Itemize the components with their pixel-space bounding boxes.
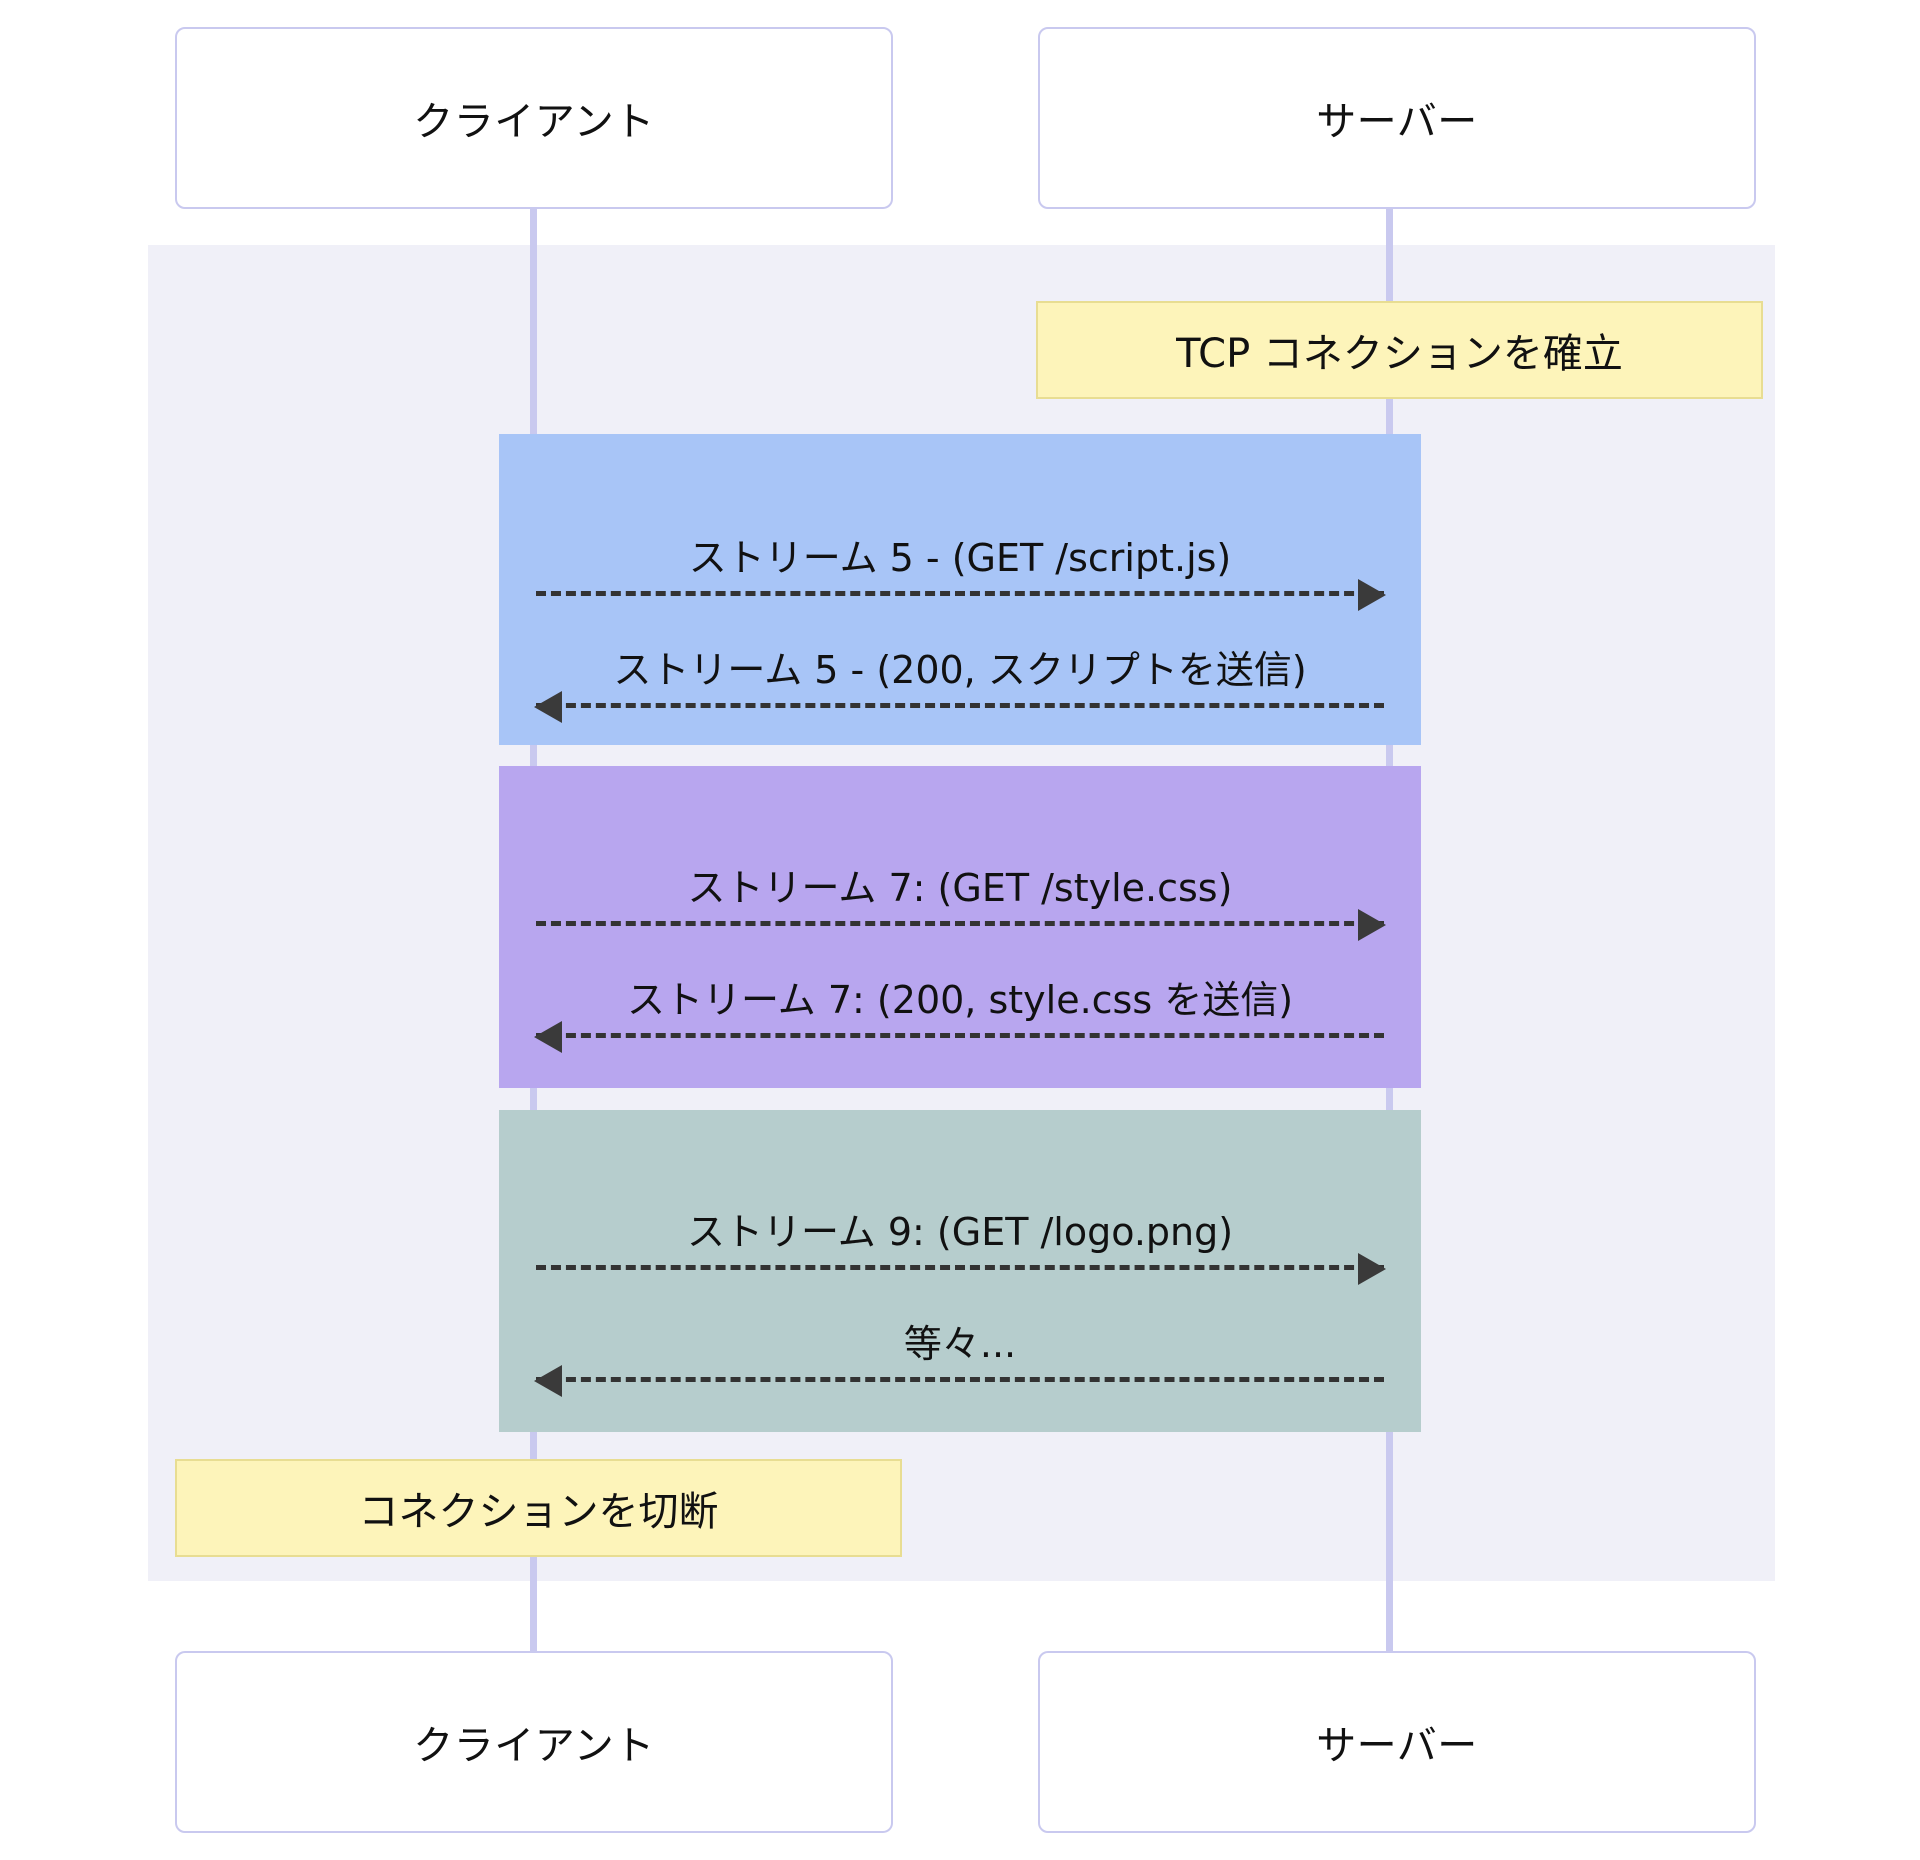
participant-label-server-top: サーバー (1316, 99, 1478, 145)
message-stream5-response[interactable]: ストリーム 5 - (200, スクリプトを送信) (534, 628, 1384, 723)
participant-box-server-bottom[interactable]: サーバー (1038, 1651, 1756, 1833)
message-stream9-request-label: ストリーム 9: (GET /logo.png) (686, 1210, 1234, 1254)
message-stream5-request[interactable]: ストリーム 5 - (GET /script.js) (536, 516, 1386, 611)
arrow-head-right-icon (1358, 1253, 1386, 1285)
note-disconnect[interactable]: コネクションを切断 (175, 1459, 902, 1557)
arrow-head-left-icon (534, 1365, 562, 1397)
note-tcp-connect-text: TCP コネクションを確立 (1176, 331, 1623, 377)
message-stream9-request[interactable]: ストリーム 9: (GET /logo.png) (536, 1190, 1386, 1285)
message-line-dashed (536, 1265, 1384, 1270)
block-stream7 (499, 766, 1421, 1088)
message-etc-response[interactable]: 等々... (534, 1302, 1384, 1397)
block-stream9 (499, 1110, 1421, 1432)
arrow-head-left-icon (534, 691, 562, 723)
arrow-head-right-icon (1358, 909, 1386, 941)
message-stream5-request-label: ストリーム 5 - (GET /script.js) (688, 536, 1232, 580)
message-stream7-request-label: ストリーム 7: (GET /style.css) (687, 866, 1233, 910)
message-line-dashed (536, 591, 1384, 596)
participant-label-client-top: クライアント (413, 99, 655, 145)
participant-box-client-bottom[interactable]: クライアント (175, 1651, 893, 1833)
arrow-head-right-icon (1358, 579, 1386, 611)
message-line-dashed (536, 703, 1384, 708)
participant-label-server-bottom: サーバー (1316, 1723, 1478, 1769)
message-line-dashed (536, 1033, 1384, 1038)
message-stream5-response-label: ストリーム 5 - (200, スクリプトを送信) (613, 648, 1307, 692)
participant-box-client-top[interactable]: クライアント (175, 27, 893, 209)
message-line-dashed (536, 1377, 1384, 1382)
message-etc-response-label: 等々... (903, 1322, 1017, 1366)
block-stream5 (499, 434, 1421, 745)
arrow-head-left-icon (534, 1021, 562, 1053)
message-stream7-response-label: ストリーム 7: (200, style.css を送信) (626, 978, 1294, 1022)
message-stream7-response[interactable]: ストリーム 7: (200, style.css を送信) (534, 958, 1384, 1053)
message-line-dashed (536, 921, 1384, 926)
participant-label-client-bottom: クライアント (413, 1723, 655, 1769)
message-stream7-request[interactable]: ストリーム 7: (GET /style.css) (536, 846, 1386, 941)
note-disconnect-text: コネクションを切断 (358, 1489, 719, 1535)
participant-box-server-top[interactable]: サーバー (1038, 27, 1756, 209)
note-tcp-connect[interactable]: TCP コネクションを確立 (1036, 301, 1763, 399)
